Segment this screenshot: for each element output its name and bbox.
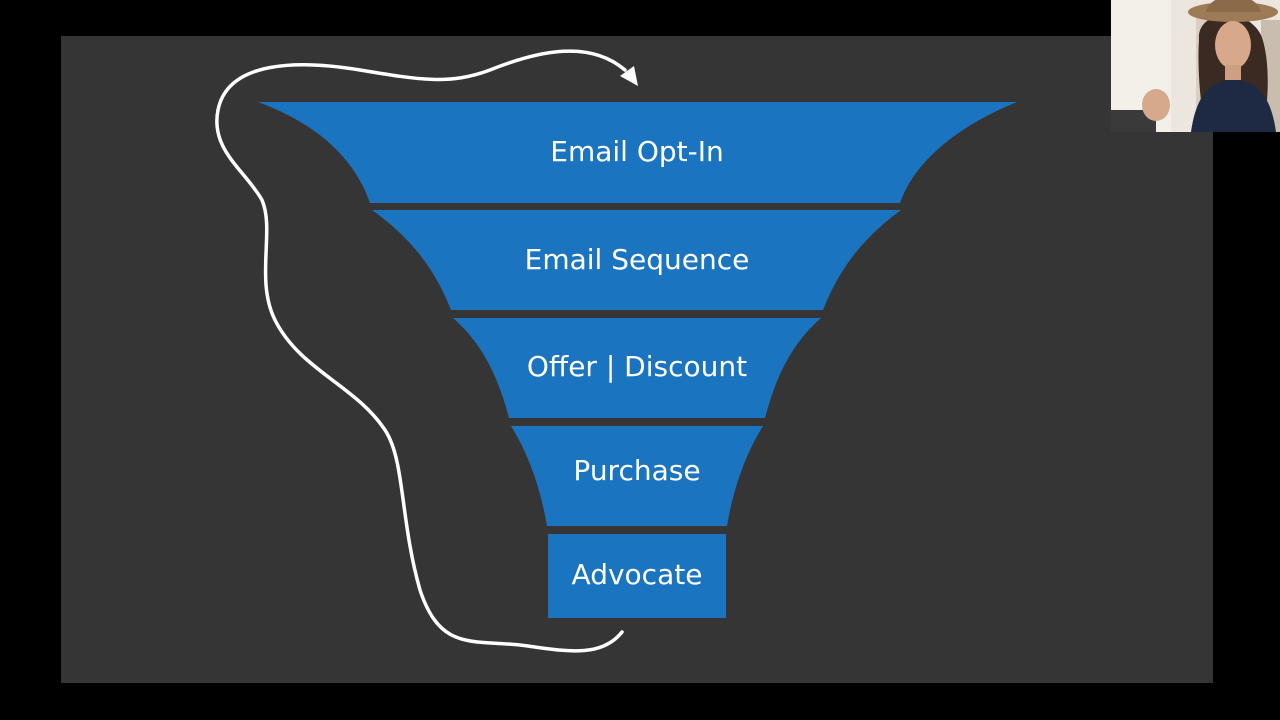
presenter-webcam-feed <box>1111 0 1280 132</box>
loop-arrow-head <box>620 66 638 86</box>
stage-label: Purchase <box>573 454 700 487</box>
funnel-stage-email-opt-in: Email Opt-In <box>258 102 1017 203</box>
stage-label: Offer | Discount <box>527 350 747 383</box>
stage-label: Email Sequence <box>525 243 750 276</box>
funnel-stage-purchase: Purchase <box>511 426 763 526</box>
presenter-video-feed <box>1111 0 1280 132</box>
funnel-stage-email-sequence: Email Sequence <box>372 210 901 310</box>
funnel-stage-shape <box>453 318 821 418</box>
stage-label: Email Opt-In <box>550 135 723 168</box>
curved-loop-arrow-icon <box>215 49 638 653</box>
funnel-stage-shape <box>372 210 901 310</box>
funnel-stage-shape <box>548 534 726 618</box>
funnel-stage-shape <box>258 102 1017 203</box>
stage-label: Advocate <box>572 558 703 591</box>
funnel-stage-shape <box>511 426 763 526</box>
funnel-stage-advocate: Advocate <box>548 534 726 618</box>
funnel-stage-offer-discount: Offer | Discount <box>453 318 821 418</box>
loop-arrow-line <box>215 49 627 653</box>
